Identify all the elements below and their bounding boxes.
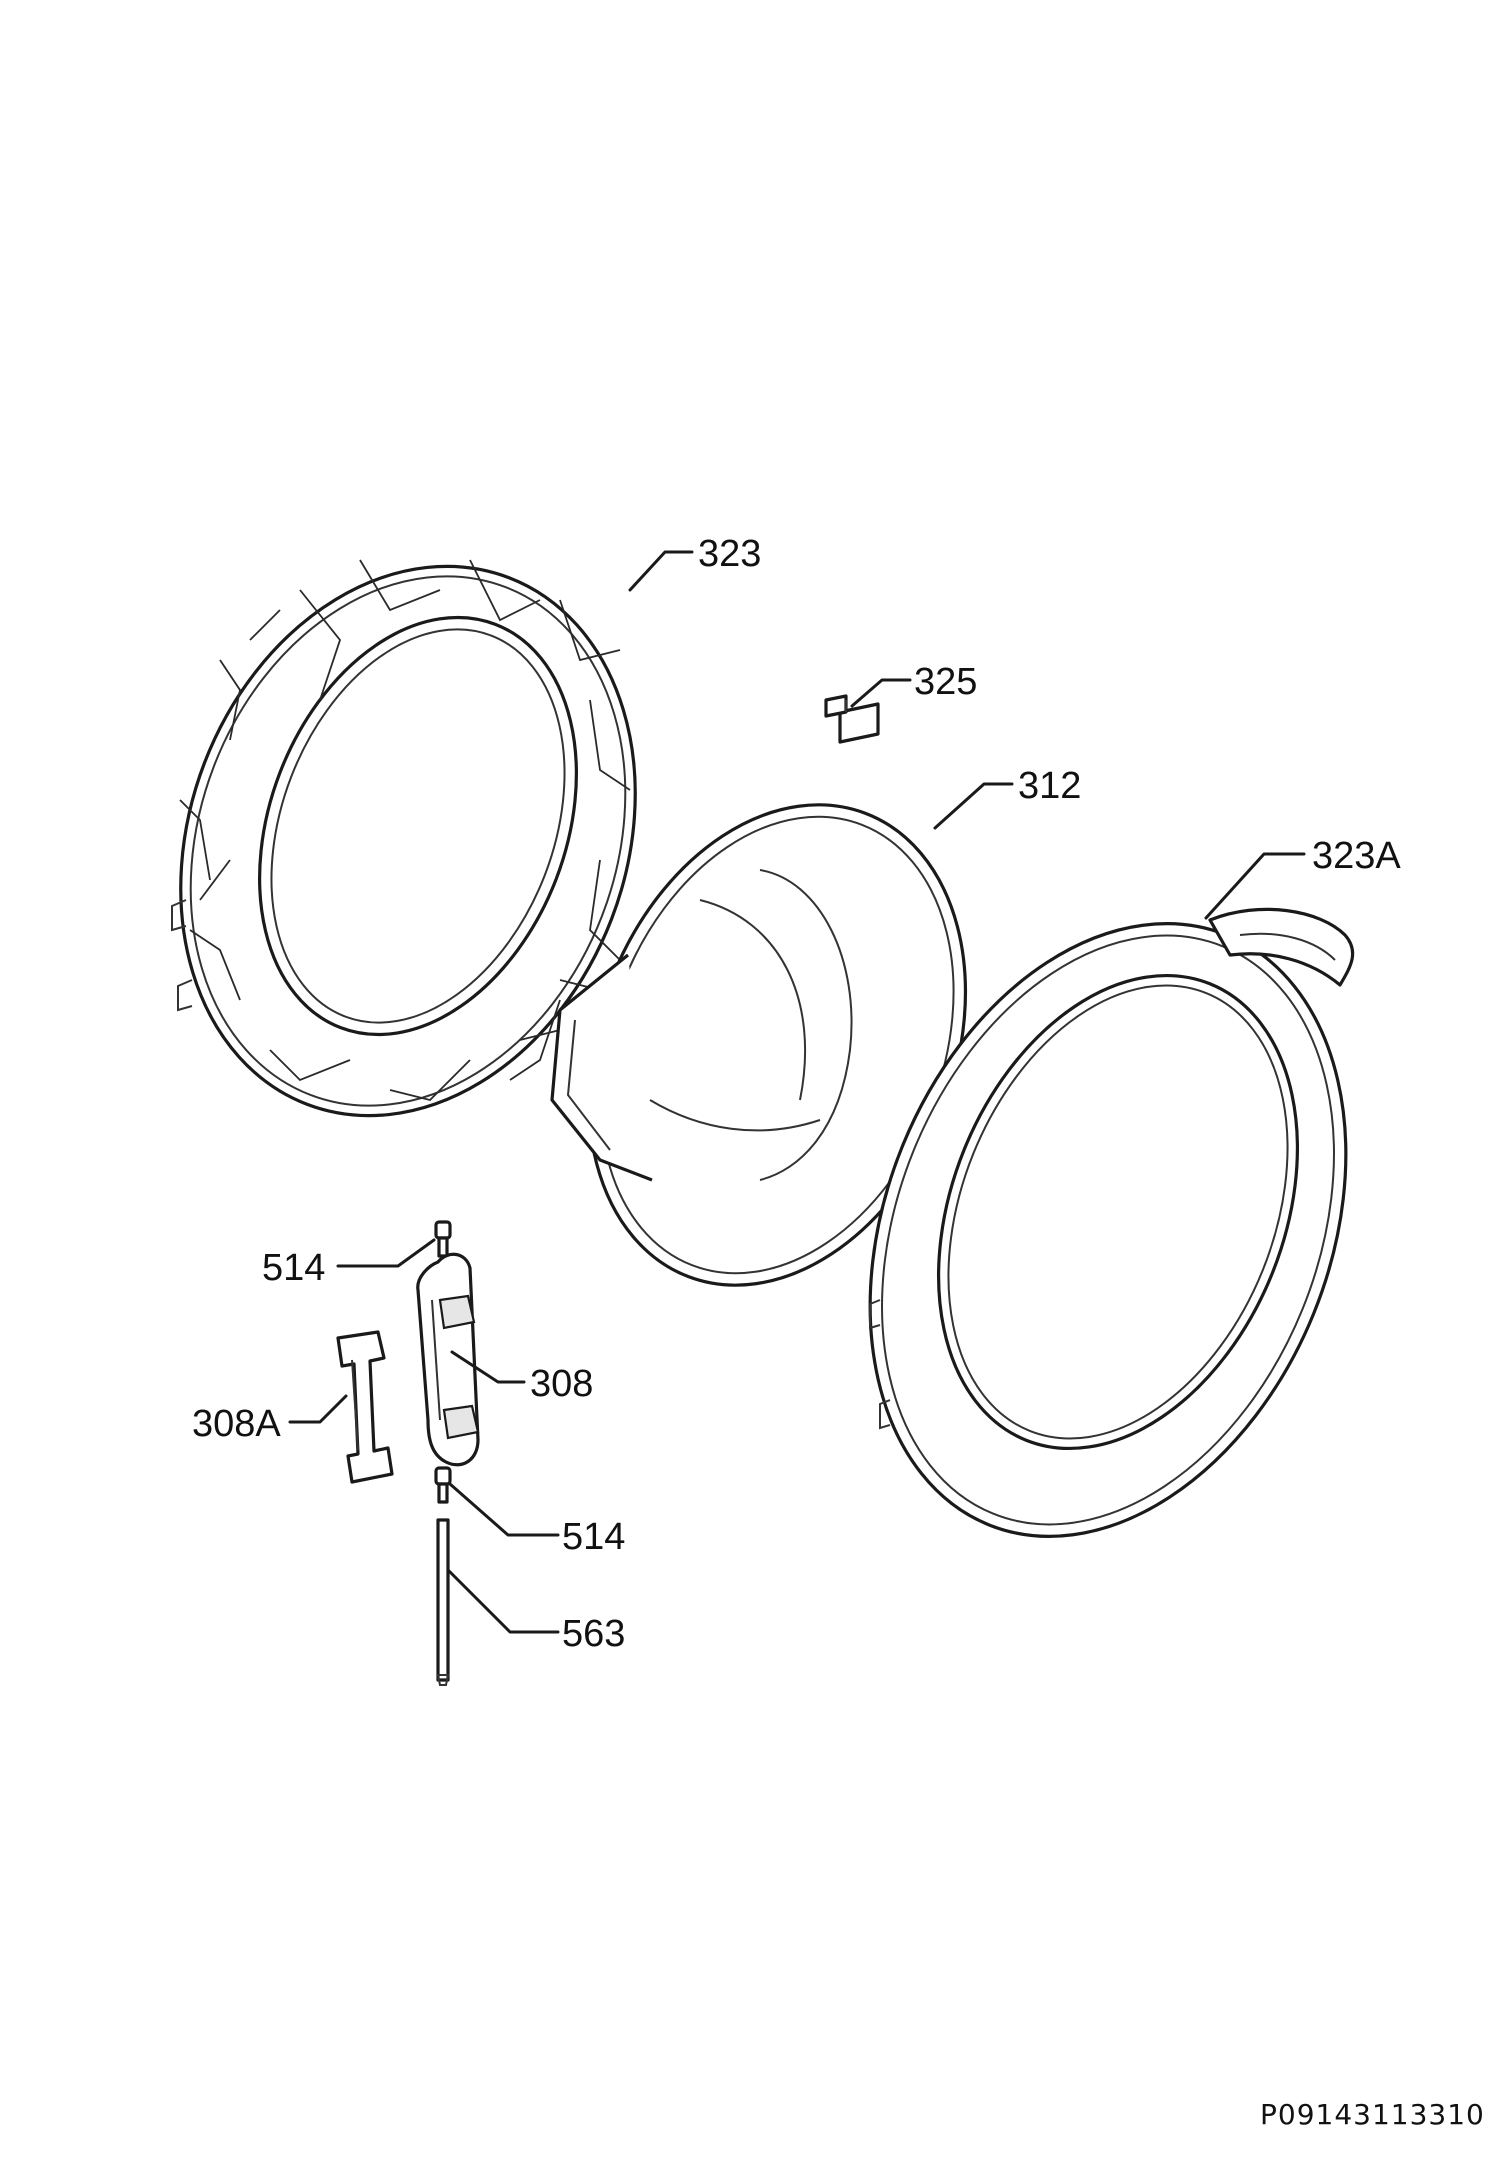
callout-323a: 323A bbox=[1312, 835, 1401, 877]
callout-514-top: 514 bbox=[262, 1247, 325, 1289]
leader-308a bbox=[288, 1394, 348, 1424]
callout-323: 323 bbox=[698, 533, 761, 575]
part-514-screw-bottom bbox=[434, 1466, 452, 1504]
callout-325: 325 bbox=[914, 661, 977, 703]
leader-514-bottom bbox=[448, 1482, 560, 1537]
part-323-inner-door-frame bbox=[171, 559, 637, 1118]
leader-563 bbox=[446, 1568, 560, 1634]
callout-308: 308 bbox=[530, 1363, 593, 1405]
part-308a-handle-insert bbox=[336, 1330, 394, 1484]
part-308-door-handle bbox=[416, 1252, 480, 1467]
leader-308 bbox=[450, 1350, 526, 1384]
leader-323a bbox=[1204, 852, 1306, 920]
part-514-screw-top bbox=[434, 1220, 452, 1258]
part-323a-outer-door-frame bbox=[868, 907, 1355, 1538]
document-code: P09143113310 bbox=[1260, 2098, 1485, 2131]
part-563-hinge-pin bbox=[436, 1518, 450, 1686]
leader-325 bbox=[850, 678, 912, 708]
leader-312 bbox=[933, 782, 1014, 830]
leader-514-top bbox=[336, 1238, 436, 1268]
callout-308a: 308A bbox=[192, 1403, 281, 1445]
leader-lines bbox=[288, 550, 1306, 1634]
callout-563: 563 bbox=[562, 1613, 625, 1655]
callout-514-bottom: 514 bbox=[562, 1516, 625, 1558]
leader-323 bbox=[628, 550, 694, 592]
callout-312: 312 bbox=[1018, 765, 1081, 807]
part-325-bracket bbox=[824, 694, 880, 744]
